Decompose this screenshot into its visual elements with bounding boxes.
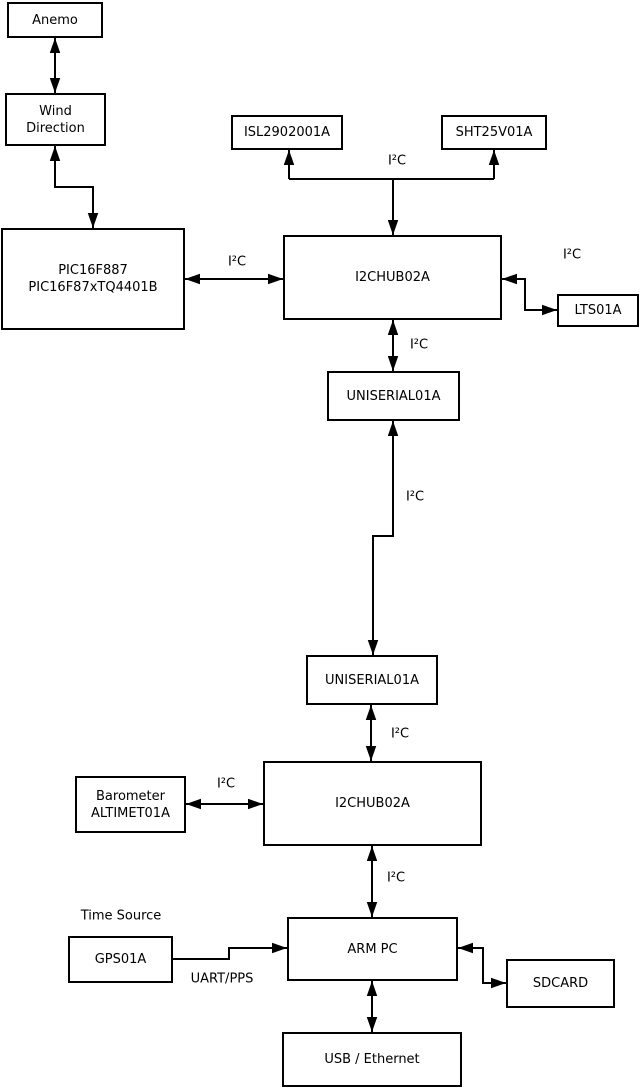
edge-winddirection-pic — [49, 146, 99, 228]
node-label-line: Wind — [39, 103, 72, 119]
node-barometer-altimet01a: Barometer ALTIMET01A — [75, 776, 186, 833]
node-label-line: ALTIMET01A — [91, 805, 170, 821]
node-label-line: Barometer — [96, 788, 165, 804]
node-sht25v01a: SHT25V01A — [441, 115, 547, 150]
node-isl2902001a: ISL2902001A — [231, 115, 343, 150]
edge-label-i2c-hub-uniserial: I²C — [409, 337, 429, 353]
edge-uniserial1-uniserial2 — [367, 421, 399, 655]
node-arm-pc: ARM PC — [287, 917, 458, 981]
node-wind-direction: Wind Direction — [5, 93, 106, 146]
edge-label-uart-pps: UART/PPS — [190, 971, 254, 987]
edge-armpc-sdcard — [458, 942, 506, 989]
node-label-line: Direction — [26, 120, 85, 136]
node-i2chub02a-top: I2CHUB02A — [283, 235, 502, 320]
node-uniserial01a-bottom: UNISERIAL01A — [306, 655, 438, 705]
node-gps01a: GPS01A — [68, 936, 173, 983]
node-label-line: PIC16F87xTQ4401B — [28, 280, 158, 295]
node-usb-ethernet: USB / Ethernet — [282, 1032, 462, 1087]
node-lts01a: LTS01A — [557, 294, 639, 327]
node-uniserial01a-top: UNISERIAL01A — [327, 371, 460, 421]
edge-label-i2c-pic: I²C — [227, 254, 247, 270]
edge-gps-armpc — [173, 942, 287, 960]
edge-label-i2c-hub-armpc: I²C — [386, 870, 406, 886]
node-sdcard: SDCARD — [506, 959, 615, 1008]
node-i2chub02a-bottom: I2CHUB02A — [263, 761, 482, 846]
node-label-line: PIC16F887 — [58, 263, 128, 278]
edge-label-i2c-uniserial-hub: I²C — [390, 726, 410, 742]
edge-label-i2c-barometer: I²C — [216, 776, 236, 792]
edge-label-i2c-lts: I²C — [562, 247, 582, 263]
node-anemo: Anemo — [7, 2, 103, 38]
edge-hub1-lts — [502, 273, 557, 316]
edge-label-i2c-long-link: I²C — [405, 489, 425, 505]
edge-label-i2c-sensor-bus: I²C — [387, 153, 407, 169]
node-pic16f887: PIC16F887 PIC16F87xTQ4401B — [1, 228, 185, 330]
label-time-source: Time Source — [80, 908, 162, 924]
